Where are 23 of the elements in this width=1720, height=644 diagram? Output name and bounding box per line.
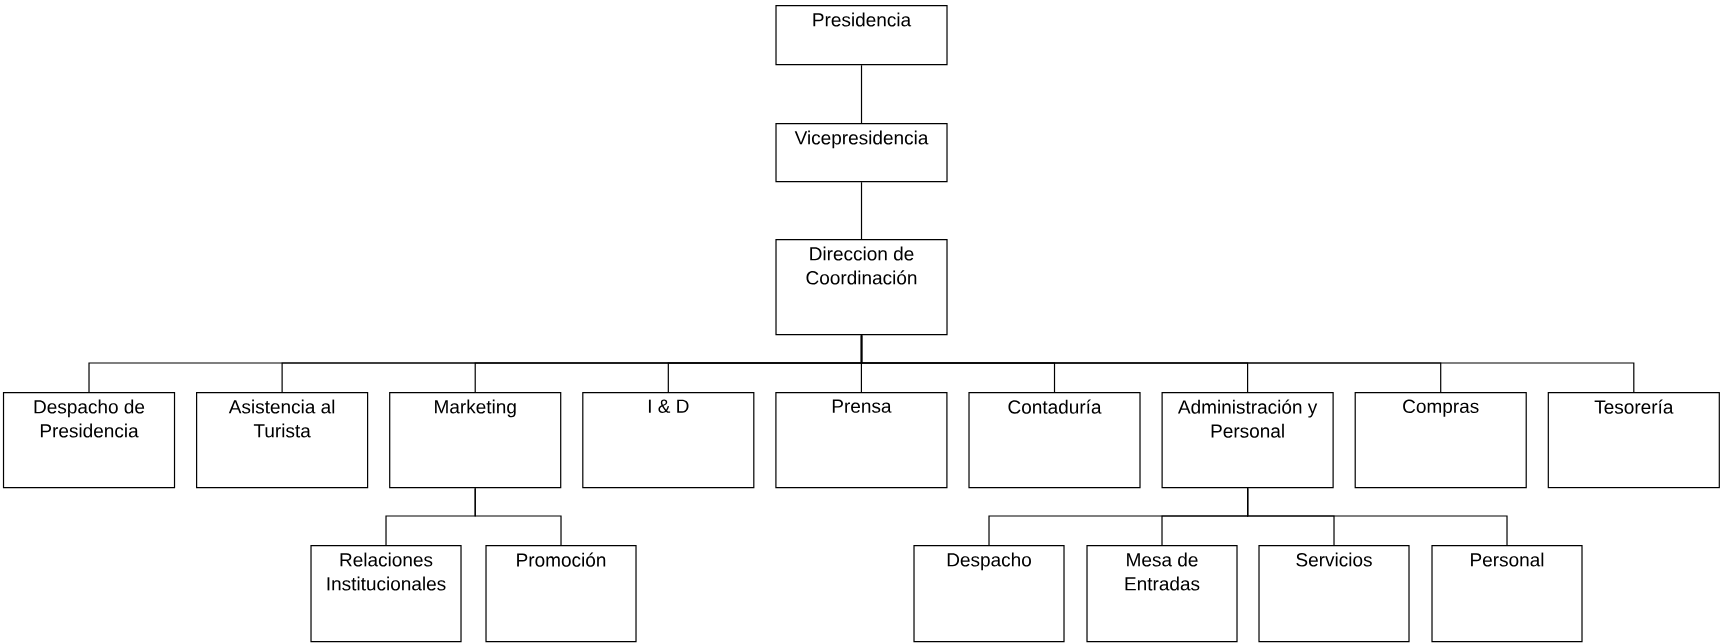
- connector-line: [860, 334, 1635, 393]
- org-box: I & D: [582, 392, 755, 489]
- org-box: Compras: [1354, 392, 1527, 489]
- org-box: Administración y Personal: [1161, 392, 1334, 489]
- org-box: Servicios: [1258, 545, 1410, 643]
- org-box: Marketing: [389, 392, 562, 489]
- org-box: Contaduría: [968, 392, 1141, 489]
- org-box: Despacho de Presidencia: [2, 392, 176, 489]
- org-box: Mesa de Entradas: [1086, 545, 1238, 643]
- org-box: Relaciones Institucionales: [310, 545, 462, 643]
- org-box: Despacho: [913, 545, 1065, 643]
- org-box: Asistencia al Turista: [196, 392, 369, 489]
- connector-line: [860, 181, 863, 240]
- org-box: Prensa: [775, 392, 948, 489]
- connector-line: [474, 487, 562, 546]
- connector-line: [860, 64, 863, 124]
- org-box: Tesorería: [1547, 392, 1720, 489]
- org-box: Personal: [1431, 545, 1583, 643]
- org-box: Vicepresidencia: [775, 123, 948, 183]
- org-box: Promoción: [485, 545, 637, 643]
- connector-line: [1247, 487, 1508, 546]
- org-box: Presidencia: [775, 5, 948, 66]
- org-box: Direccion de Coordinación: [775, 239, 948, 336]
